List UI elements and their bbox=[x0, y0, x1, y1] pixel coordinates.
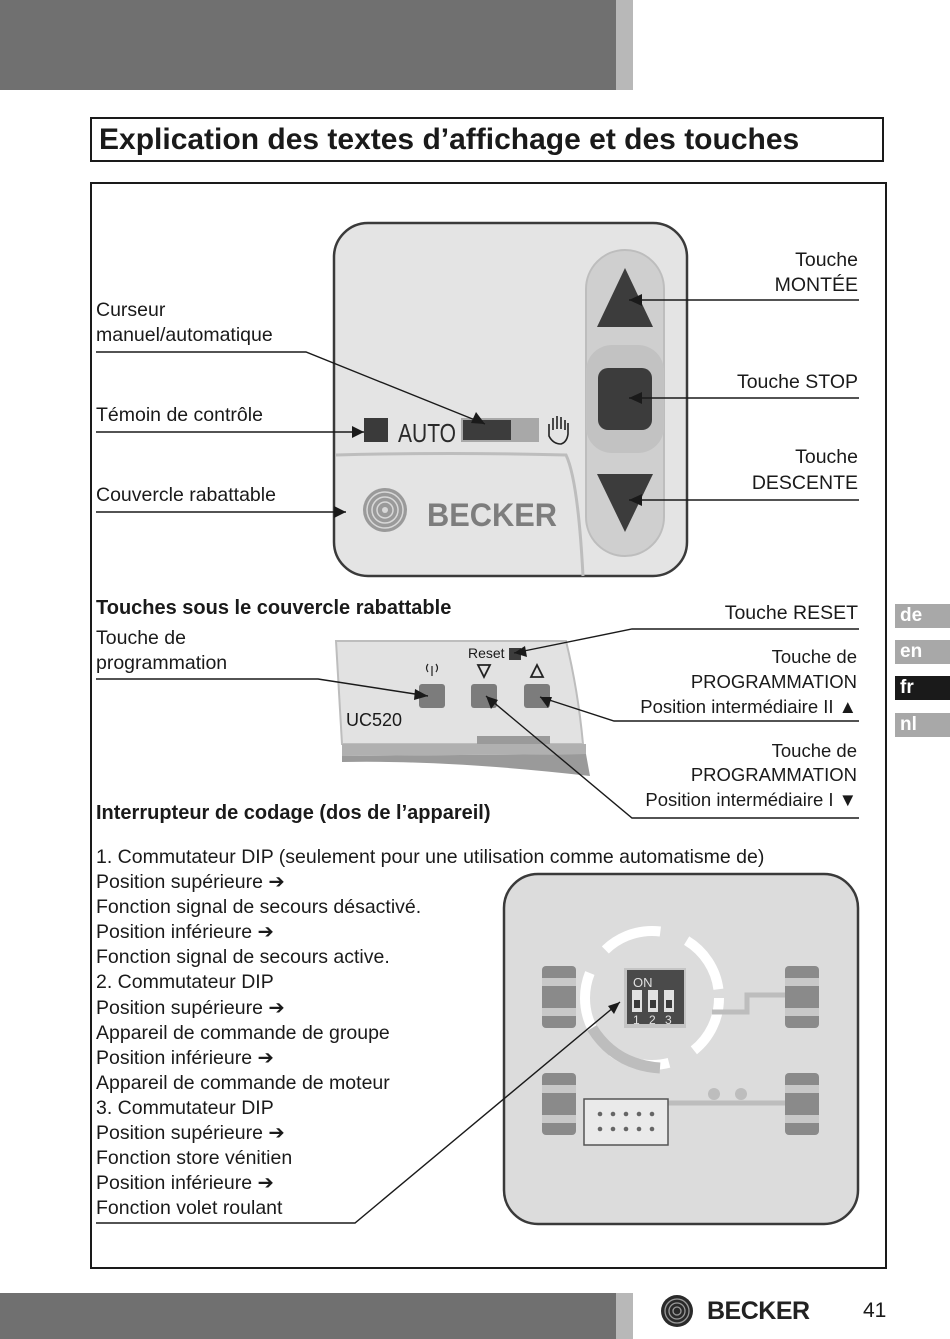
label-cursor-line2: manuel/automatique bbox=[96, 324, 273, 346]
dip-line: Appareil de commande de groupe bbox=[96, 1021, 390, 1044]
reset-label: Reset bbox=[468, 645, 505, 661]
dip-line: Fonction volet roulant bbox=[96, 1197, 283, 1220]
device-back bbox=[502, 872, 860, 1226]
label-cursor-line1: Curseur bbox=[96, 299, 166, 321]
footer-brand: BECKER bbox=[707, 1297, 810, 1325]
prog-up-key[interactable] bbox=[524, 684, 550, 708]
stop-key[interactable] bbox=[598, 368, 652, 430]
leader-lines bbox=[96, 299, 859, 1224]
dip-line: 3. Commutateur DIP bbox=[96, 1096, 274, 1119]
down-key[interactable] bbox=[597, 474, 653, 532]
heading-coding-switch: Interrupteur de codage (dos de l’apparei… bbox=[96, 802, 491, 824]
model-label: UC520 bbox=[346, 710, 402, 730]
label-flap-cover: Couvercle rabattable bbox=[96, 484, 276, 506]
label-reset-key: Touche RESET bbox=[724, 602, 858, 624]
dip-line: Position inférieure ➔ bbox=[96, 1046, 274, 1069]
label-up-key-line2: MONTÉE bbox=[774, 274, 858, 296]
becker-logo-footer bbox=[661, 1295, 693, 1327]
dip-line: Fonction signal de secours active. bbox=[96, 946, 390, 969]
dip-line: Position supérieure ➔ bbox=[96, 871, 285, 894]
label-prog-key-line1: Touche de bbox=[96, 627, 186, 649]
bottom-bar-accent bbox=[616, 1293, 633, 1339]
hand-icon bbox=[548, 416, 569, 445]
triangle-up-icon bbox=[529, 662, 545, 678]
leader-arrowheads bbox=[334, 294, 642, 1014]
dip-line: Position supérieure ➔ bbox=[96, 996, 285, 1019]
label-prog-down-line1: Touche de bbox=[771, 740, 857, 761]
label-up-key-line1: Touche bbox=[795, 249, 858, 271]
lang-tab-nl[interactable]: nl bbox=[895, 713, 950, 737]
label-prog-up-line1: Touche de bbox=[771, 646, 857, 667]
lang-tab-fr[interactable]: fr bbox=[895, 676, 950, 700]
label-down-key-line1: Touche bbox=[795, 446, 858, 468]
dip-number-3: 3 bbox=[665, 1013, 672, 1027]
becker-logo-device bbox=[363, 488, 407, 532]
dip-line: Fonction signal de secours désactivé. bbox=[96, 896, 422, 919]
dip-description: 1. Commutateur DIP (seulement pour une u… bbox=[96, 845, 764, 1221]
becker-wordmark-device: BECKER bbox=[427, 497, 557, 533]
dip-number-2: 2 bbox=[649, 1013, 656, 1027]
dip-line: 2. Commutateur DIP bbox=[96, 971, 274, 994]
label-stop-key: Touche STOP bbox=[736, 371, 858, 393]
content-frame bbox=[90, 182, 887, 1269]
dip-on-label: ON bbox=[633, 975, 653, 990]
dip-line: Fonction store vénitien bbox=[96, 1147, 293, 1170]
auto-label: AUTO bbox=[398, 418, 456, 448]
bottom-bar bbox=[0, 1293, 616, 1339]
label-prog-down-line2: PROGRAMMATION bbox=[690, 764, 857, 785]
slider-knob[interactable] bbox=[463, 420, 511, 440]
control-lamp bbox=[364, 418, 388, 442]
label-prog-up-line3: Position intermédiaire II ▲ bbox=[640, 696, 857, 717]
dip-line: Appareil de commande de moteur bbox=[96, 1071, 390, 1094]
label-prog-key-line2: programmation bbox=[96, 652, 228, 674]
under-cover-panel bbox=[334, 640, 590, 776]
dip-line: Position inférieure ➔ bbox=[96, 1172, 274, 1195]
dip-line: Position inférieure ➔ bbox=[96, 921, 274, 944]
triangle-down-icon bbox=[476, 664, 492, 680]
radio-icon bbox=[425, 663, 439, 676]
label-control-lamp: Témoin de contrôle bbox=[96, 404, 263, 426]
lang-tab-de[interactable]: de bbox=[895, 604, 950, 628]
heading-under-cover: Touches sous le couvercle rabattable bbox=[96, 597, 452, 619]
up-key[interactable] bbox=[597, 268, 653, 327]
dip-number-1: 1 bbox=[633, 1013, 640, 1027]
top-bar-accent bbox=[616, 0, 633, 90]
dip-line: Position supérieure ➔ bbox=[96, 1122, 285, 1145]
top-bar bbox=[0, 0, 616, 90]
page-number: 41 bbox=[863, 1299, 887, 1322]
lang-tab-en[interactable]: en bbox=[895, 640, 950, 664]
label-down-key-line2: DESCENTE bbox=[751, 472, 858, 494]
label-prog-down-line3: Position intermédiaire I ▼ bbox=[645, 789, 857, 810]
programming-key[interactable] bbox=[419, 684, 445, 708]
page-title: Explication des textes d’affichage et de… bbox=[90, 117, 884, 162]
dip-line: 1. Commutateur DIP (seulement pour une u… bbox=[96, 846, 765, 868]
label-prog-up-line2: PROGRAMMATION bbox=[690, 671, 857, 692]
